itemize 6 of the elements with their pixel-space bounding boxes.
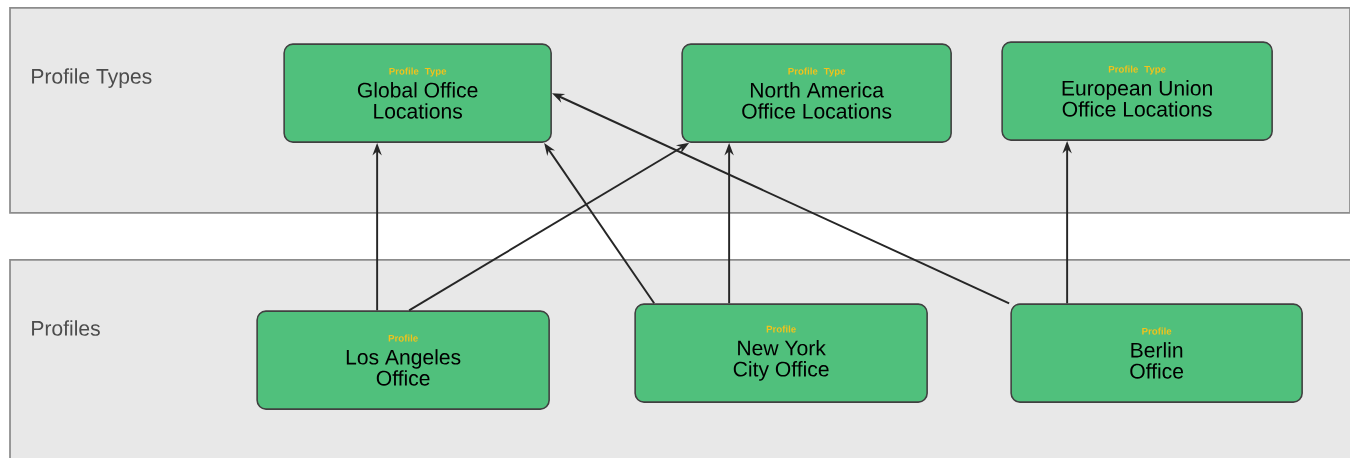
profile-box: Profile Type North America Office Locations xyxy=(681,43,952,143)
profile-box: Profile Berlin Office xyxy=(1010,303,1303,403)
profile-box: Profile Type European Union Office Locations xyxy=(1001,41,1273,141)
profile-box: Profile Type Global Office Locations xyxy=(283,43,552,143)
profile-box: Profile Los Angeles Office xyxy=(256,310,550,410)
profile-box: Profile New York City Office xyxy=(634,303,928,403)
